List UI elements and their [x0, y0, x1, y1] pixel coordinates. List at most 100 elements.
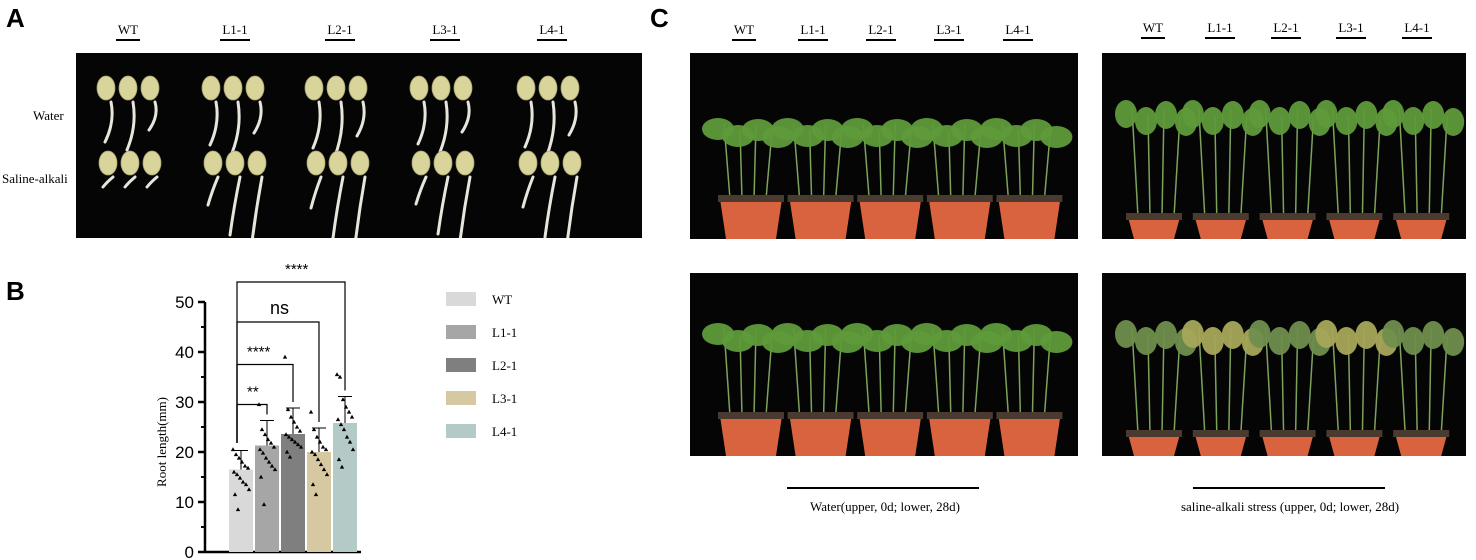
genotype-label-wt-c-saline: WT — [1123, 20, 1183, 39]
plant-stem — [1198, 327, 1206, 435]
data-point-WT — [230, 447, 236, 452]
row-label-saline-alkali: Saline-alkali — [2, 171, 68, 186]
data-point-L1-1 — [259, 427, 265, 432]
bracket-line-L4-1 — [236, 281, 346, 443]
genotype-label-l2-c-water: L2-1 — [851, 22, 911, 41]
seed-germination-photo — [76, 53, 642, 238]
seed-root — [521, 175, 535, 209]
seed-root — [123, 175, 137, 189]
caption-line-water — [787, 487, 979, 489]
seed — [203, 150, 223, 176]
genotype-label-l1-c-water: L1-1 — [783, 22, 843, 41]
plant-leaf — [1248, 100, 1271, 128]
data-point-WT — [242, 463, 248, 468]
panel-letter-b: B — [6, 276, 25, 306]
genotype-label-l4-a: L4-1 — [522, 22, 582, 41]
data-point-L2-1 — [283, 432, 289, 437]
plant-leaf — [1422, 321, 1445, 349]
seed-root — [125, 100, 136, 152]
data-point-WT — [235, 507, 241, 512]
data-point-L4-1 — [344, 434, 350, 439]
data-point-L1-1 — [263, 455, 269, 460]
genotype-label-l2-c-saline: L2-1 — [1256, 20, 1316, 39]
seed-root — [354, 175, 367, 238]
data-point-L4-1 — [334, 372, 340, 377]
seed — [245, 75, 265, 101]
caption-water: Water(upper, 0d; lower, 28d) — [810, 499, 960, 514]
pot-soil — [926, 195, 993, 202]
data-point-L1-1 — [258, 474, 264, 479]
genotype-label-l3-a: L3-1 — [415, 22, 475, 41]
data-point-L4-1 — [350, 447, 356, 452]
seed-root — [460, 100, 471, 134]
data-point-L1-1 — [269, 463, 275, 468]
legend-swatch-L3-1 — [446, 391, 476, 405]
y-tick-label-50: 50 — [175, 293, 194, 312]
data-point-L2-1 — [298, 444, 304, 449]
legend-label-L4-1: L4-1 — [492, 424, 517, 439]
data-point-L4-1 — [343, 404, 349, 409]
data-point-L1-1 — [271, 444, 277, 449]
seed-root — [414, 175, 428, 206]
data-point-L2-1 — [295, 442, 301, 447]
plants-saline-28d-photo — [1102, 273, 1466, 456]
seed — [560, 75, 580, 101]
genotype-label-l4-c-saline: L4-1 — [1387, 20, 1447, 39]
data-point-WT — [232, 492, 238, 497]
seed-root — [230, 100, 241, 155]
data-point-L1-1 — [265, 437, 271, 442]
data-point-L4-1 — [336, 457, 342, 462]
row-label-water: Water — [33, 108, 64, 123]
genotype-label-l4-c-water: L4-1 — [988, 22, 1048, 41]
seed — [223, 75, 243, 101]
bar-L2-1 — [281, 434, 305, 552]
plant-leaf — [1040, 126, 1073, 148]
seed-root — [543, 175, 557, 238]
plant-stem — [1373, 115, 1382, 218]
pot-soil — [996, 195, 1063, 202]
pot-soil — [1259, 213, 1316, 220]
plant-pot — [1395, 217, 1448, 239]
data-point-L1-1 — [260, 450, 266, 455]
plant-pot — [998, 416, 1061, 456]
plant-pot — [1194, 434, 1247, 456]
data-point-WT — [240, 479, 246, 484]
seed — [328, 150, 348, 176]
plant-pot — [1328, 434, 1381, 456]
data-point-L2-1 — [297, 428, 303, 433]
plant-pot — [1128, 434, 1180, 456]
data-point-L3-1 — [310, 482, 316, 487]
pot-soil — [857, 195, 924, 202]
pot-soil — [1326, 213, 1383, 220]
panel-letter-c: C — [650, 3, 669, 33]
plant-stem — [1331, 107, 1340, 218]
plants-water-0d-photo — [690, 53, 1078, 239]
plant-stem — [1131, 327, 1139, 435]
seed — [516, 75, 536, 101]
plant-pot — [720, 199, 782, 239]
plant-leaf — [1288, 101, 1311, 129]
pot-soil — [926, 412, 993, 419]
data-point-L3-1 — [313, 492, 319, 497]
significance-bracket-L3-1: ns — [236, 298, 320, 443]
plants-water-28d-photo — [690, 273, 1078, 456]
seed — [98, 150, 118, 176]
pot-soil — [1192, 430, 1249, 437]
seed-root — [458, 175, 472, 238]
seed-germination-drawing — [96, 75, 582, 238]
plant-leaf — [1442, 328, 1465, 356]
data-point-WT — [236, 455, 242, 460]
bracket-line-L3-1 — [236, 321, 320, 443]
data-point-L4-1 — [338, 422, 344, 427]
seed — [142, 150, 162, 176]
pot-soil — [1259, 430, 1316, 437]
plant-stem — [1131, 107, 1139, 218]
bar-L3-1 — [307, 452, 331, 552]
seed — [518, 150, 538, 176]
plant-stem — [1440, 115, 1448, 218]
data-point-L1-1 — [268, 440, 274, 445]
data-point-L4-1 — [340, 397, 346, 402]
seed-root — [567, 100, 578, 137]
plant-pot — [859, 416, 922, 456]
legend-swatch-L1-1 — [446, 325, 476, 339]
